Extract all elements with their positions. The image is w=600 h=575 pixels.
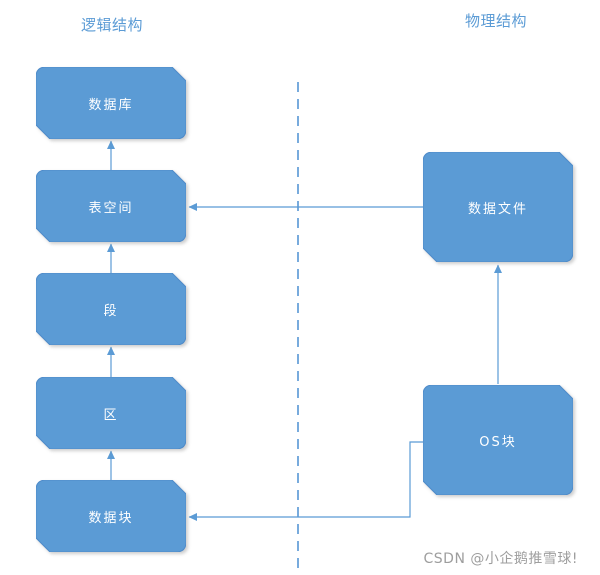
- node-shape: [36, 273, 186, 345]
- node-segment: 段: [36, 273, 186, 345]
- node-shape: [423, 152, 573, 262]
- watermark: CSDN @小企鹅推雪球!: [423, 551, 578, 567]
- section-title-physical: 物理结构: [464, 12, 528, 30]
- node-label: 段: [103, 303, 119, 319]
- node-label: 数据文件: [467, 201, 528, 217]
- node-shape: [36, 67, 186, 139]
- node-shape: [36, 480, 186, 552]
- node-data-file: 数据文件: [423, 152, 573, 262]
- node-data-block: 数据块: [36, 480, 186, 552]
- node-label: OS块: [479, 434, 517, 450]
- node-shape: [423, 385, 573, 495]
- node-label: 数据块: [88, 510, 134, 526]
- edge-osblock-to-datablock: [188, 441, 423, 521]
- node-label: 表空间: [88, 200, 134, 216]
- node-database: 数据库: [36, 67, 186, 139]
- node-extent: 区: [36, 377, 186, 449]
- node-shape: [36, 170, 186, 242]
- node-label: 区: [103, 407, 119, 423]
- node-tablespace: 表空间: [36, 170, 186, 242]
- node-label: 数据库: [88, 97, 134, 113]
- section-title-logical: 逻辑结构: [80, 16, 144, 34]
- node-os-block: OS块: [423, 385, 573, 495]
- node-shape: [36, 377, 186, 449]
